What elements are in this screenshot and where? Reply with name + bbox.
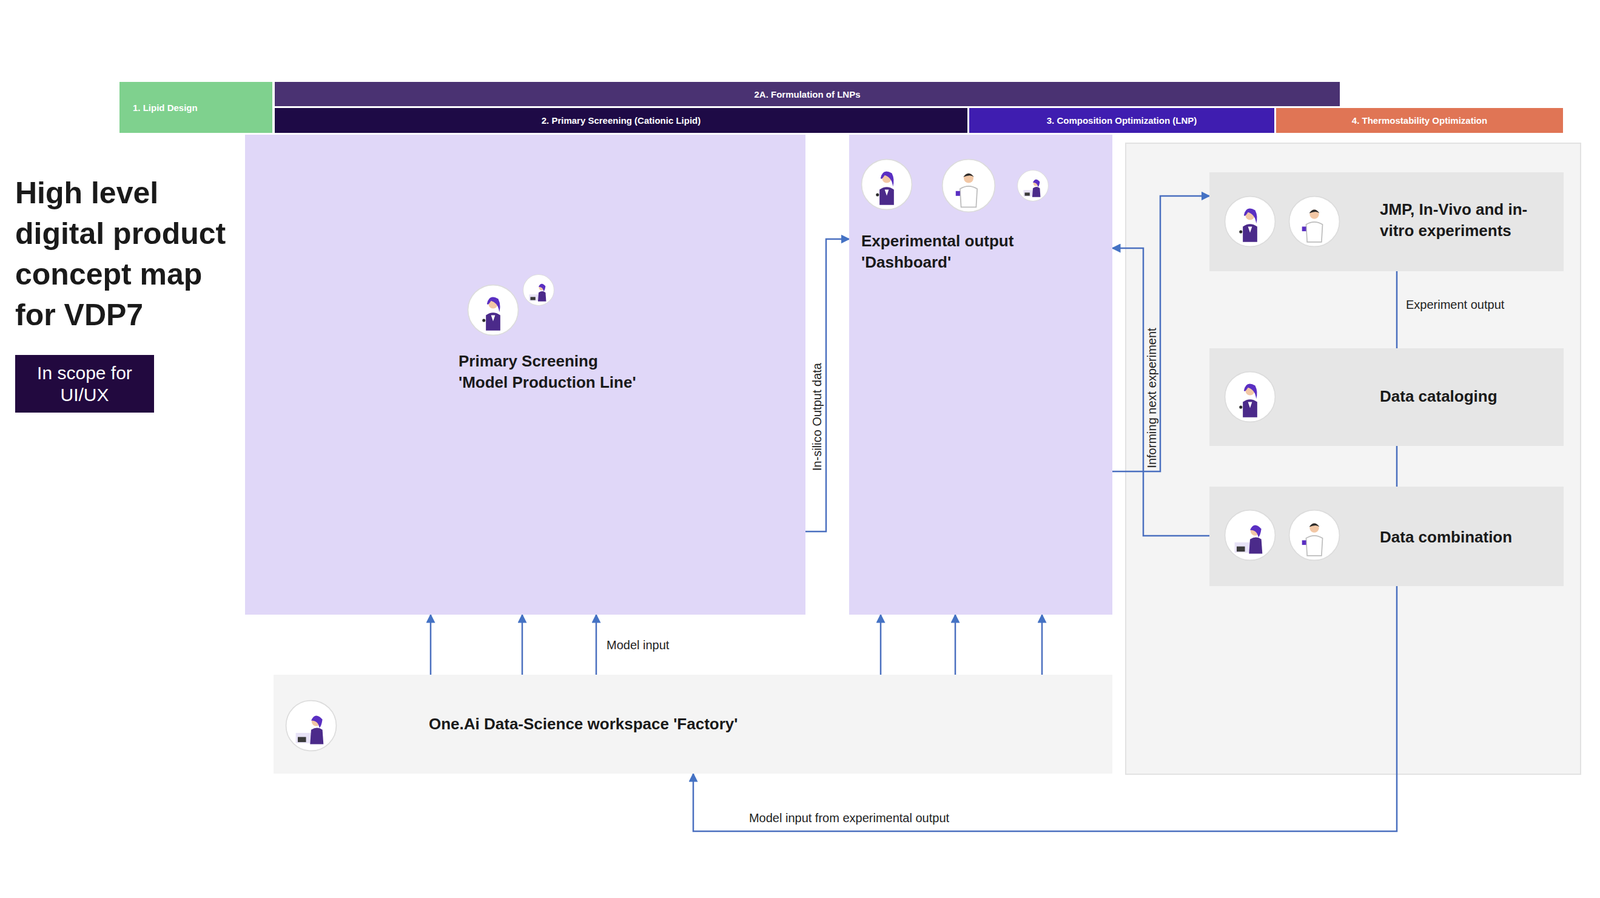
node-text: JMP, In-Vivo and in-vitro experiments <box>1379 198 1556 242</box>
connector <box>693 585 1397 831</box>
process-box: JMP, In-Vivo and in-vitro experiments <box>1209 172 1564 272</box>
node-text: 2. Primary Screening (Cationic Lipid) <box>541 115 702 126</box>
process-box: Data cataloging <box>1209 348 1564 446</box>
node-text: Experimental output 'Dashboard' <box>861 230 1047 273</box>
persona-icon <box>940 157 997 214</box>
process-box: Primary Screening 'Model Production Line… <box>245 134 806 615</box>
scope-tag: In scope for UI/UX <box>15 354 155 413</box>
node-text: 4. Thermostability Optimization <box>1351 115 1488 126</box>
process-box: One.Ai Data-Science workspace 'Factory' <box>273 674 1113 774</box>
phase-band: 2A. Formulation of LNPs <box>274 81 1340 107</box>
phase-band: 3. Composition Optimization (LNP) <box>969 107 1275 133</box>
persona-icon <box>1223 508 1277 562</box>
node-text: Data cataloging <box>1379 385 1556 407</box>
edge-label: Experiment output <box>1404 298 1506 311</box>
process-box: Data combination <box>1209 486 1564 586</box>
phase-band: 1. Lipid Design <box>119 81 273 133</box>
connector <box>1396 271 1399 349</box>
edge-label: Model input from experimental output <box>747 811 951 824</box>
edge-label: In-silico Output data <box>810 361 824 472</box>
connector <box>1041 614 1044 675</box>
connector <box>880 614 882 675</box>
node-text: 1. Lipid Design <box>132 102 198 113</box>
persona-icon <box>1223 194 1277 249</box>
persona-icon <box>1287 508 1342 562</box>
node-text: 3. Composition Optimization (LNP) <box>1046 115 1198 126</box>
connector <box>805 238 850 532</box>
edge-label: Informing next experiment <box>1145 326 1158 469</box>
connector <box>1396 445 1399 487</box>
node-text: Data combination <box>1379 526 1556 548</box>
connector <box>521 614 524 675</box>
persona-icon <box>284 698 338 753</box>
persona-icon <box>1287 194 1342 249</box>
process-box: Experimental output 'Dashboard' <box>849 134 1113 615</box>
node-text: One.Ai Data-Science workspace 'Factory' <box>428 713 975 735</box>
connector <box>1112 195 1210 472</box>
node-text: Primary Screening 'Model Production Line… <box>458 350 644 394</box>
persona-icon <box>466 283 520 337</box>
node-text: In scope for UI/UX <box>21 362 148 406</box>
diagram-title: High level digital product concept map f… <box>15 172 243 336</box>
node-text: 2A. Formulation of LNPs <box>753 89 861 100</box>
connector <box>1112 248 1210 536</box>
edge-label: Model input <box>605 638 671 651</box>
phase-band: 2. Primary Screening (Cationic Lipid) <box>274 107 968 133</box>
persona-icon <box>1016 169 1050 202</box>
connector <box>595 614 598 675</box>
persona-icon <box>522 273 555 307</box>
connector <box>430 614 432 675</box>
persona-icon <box>860 157 914 212</box>
phase-band: 4. Thermostability Optimization <box>1276 107 1564 133</box>
experiment-panel <box>1125 143 1581 774</box>
connector <box>954 614 957 675</box>
persona-icon <box>1223 369 1277 424</box>
